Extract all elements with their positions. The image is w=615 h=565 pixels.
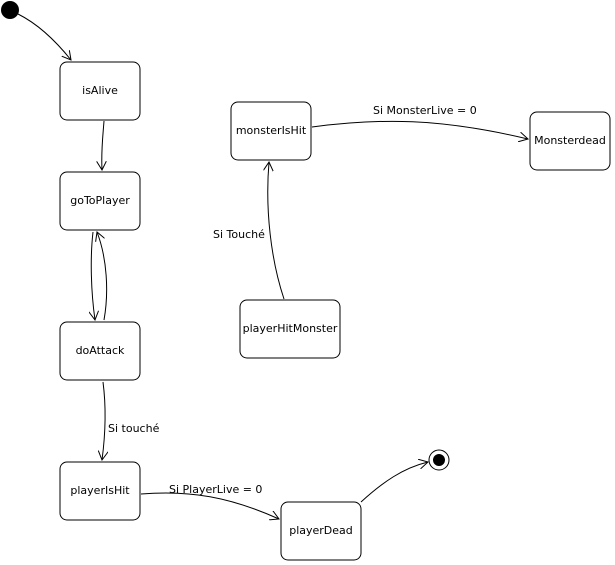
edge-monsterishit-to-monsterdead xyxy=(311,120,528,139)
state-doattack[interactable]: doAttack xyxy=(59,321,141,381)
state-playerdead[interactable]: playerDead xyxy=(280,501,362,561)
state-label: goToPlayer xyxy=(70,194,130,207)
state-label: doAttack xyxy=(76,344,125,357)
edge-playerishit-to-playerdead xyxy=(140,492,279,519)
edge-initial-to-isalive xyxy=(17,13,71,60)
state-label: Monsterdead xyxy=(534,134,606,147)
edge-isalive-to-gotoplayer xyxy=(102,120,104,170)
state-playerishit[interactable]: playerIsHit xyxy=(59,461,141,521)
edge-label-si-monsterlive: Si MonsterLive = 0 xyxy=(373,104,477,117)
state-isalive[interactable]: isAlive xyxy=(59,61,141,121)
state-label: isAlive xyxy=(82,84,118,97)
state-playerhitmonster[interactable]: playerHitMonster xyxy=(239,299,341,359)
edge-label-si-touche-monster: Si Touché xyxy=(213,228,265,241)
edge-label-si-touche: Si touché xyxy=(108,422,160,435)
state-label: playerDead xyxy=(289,524,353,537)
edge-gotoplayer-to-doattack xyxy=(91,231,95,320)
edge-doattack-to-gotoplayer xyxy=(97,232,108,321)
state-label: playerHitMonster xyxy=(243,322,338,335)
state-label: monsterIsHit xyxy=(236,124,307,137)
final-state xyxy=(428,449,450,471)
state-gotoplayer[interactable]: goToPlayer xyxy=(59,171,141,231)
state-monsterdead[interactable]: Monsterdead xyxy=(529,111,611,171)
edge-playerhitmonster-to-monsterishit xyxy=(268,162,285,300)
initial-state xyxy=(1,1,19,19)
edge-label-si-playerlive: Si PlayerLive = 0 xyxy=(169,483,262,496)
state-monsterishit[interactable]: monsterIsHit xyxy=(230,101,312,161)
edge-playerdead-to-final xyxy=(360,462,428,503)
edge-doattack-to-playerishit xyxy=(102,381,105,460)
state-label: playerIsHit xyxy=(70,484,130,497)
